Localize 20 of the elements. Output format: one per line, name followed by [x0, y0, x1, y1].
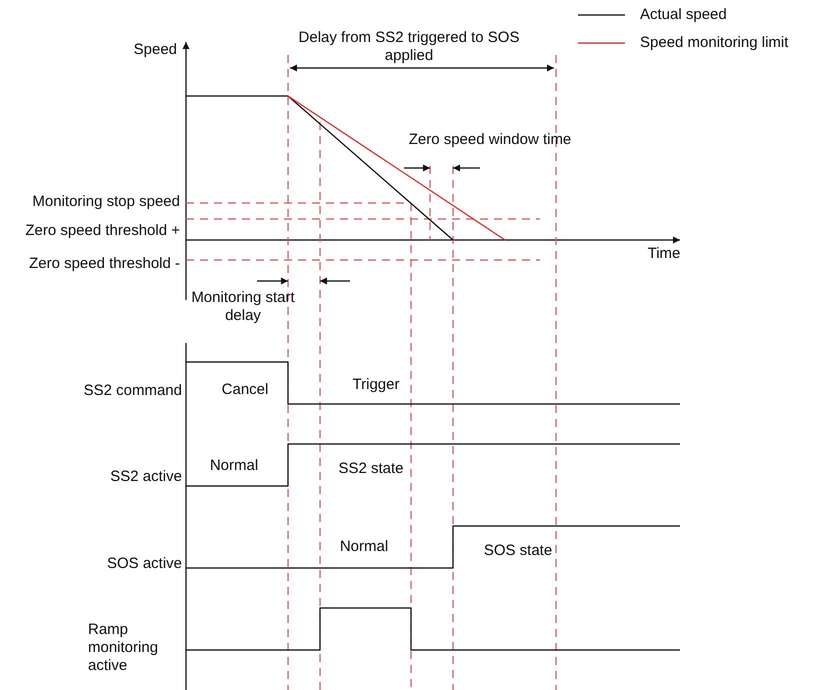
- dimension-label: Delay from SS2 triggered to SOS applied: [298, 29, 520, 65]
- threshold-label: Monitoring stop speed: [32, 193, 180, 211]
- dimension-label: Zero speed window time: [408, 131, 572, 149]
- signal-name: SS2 command: [84, 382, 182, 400]
- threshold-label: Zero speed threshold -: [29, 255, 180, 273]
- state-label: Normal: [210, 457, 258, 475]
- state-label: SS2 state: [338, 460, 404, 478]
- legend-label: Actual speed: [640, 6, 727, 24]
- state-label: Trigger: [352, 376, 400, 394]
- axis-title: Speed: [134, 41, 177, 59]
- state-label: SOS state: [484, 542, 552, 560]
- signal-name: Ramp monitoring active: [88, 621, 160, 675]
- signal-name: SOS active: [106, 555, 182, 573]
- state-label: Normal: [340, 538, 388, 556]
- dimension-label: Monitoring start delay: [190, 289, 296, 325]
- axis-title: Time: [648, 245, 680, 263]
- signal-name: SS2 active: [110, 468, 182, 486]
- legend-label: Speed monitoring limit: [640, 34, 788, 52]
- threshold-label: Zero speed threshold +: [25, 222, 180, 240]
- state-label: Cancel: [222, 381, 268, 399]
